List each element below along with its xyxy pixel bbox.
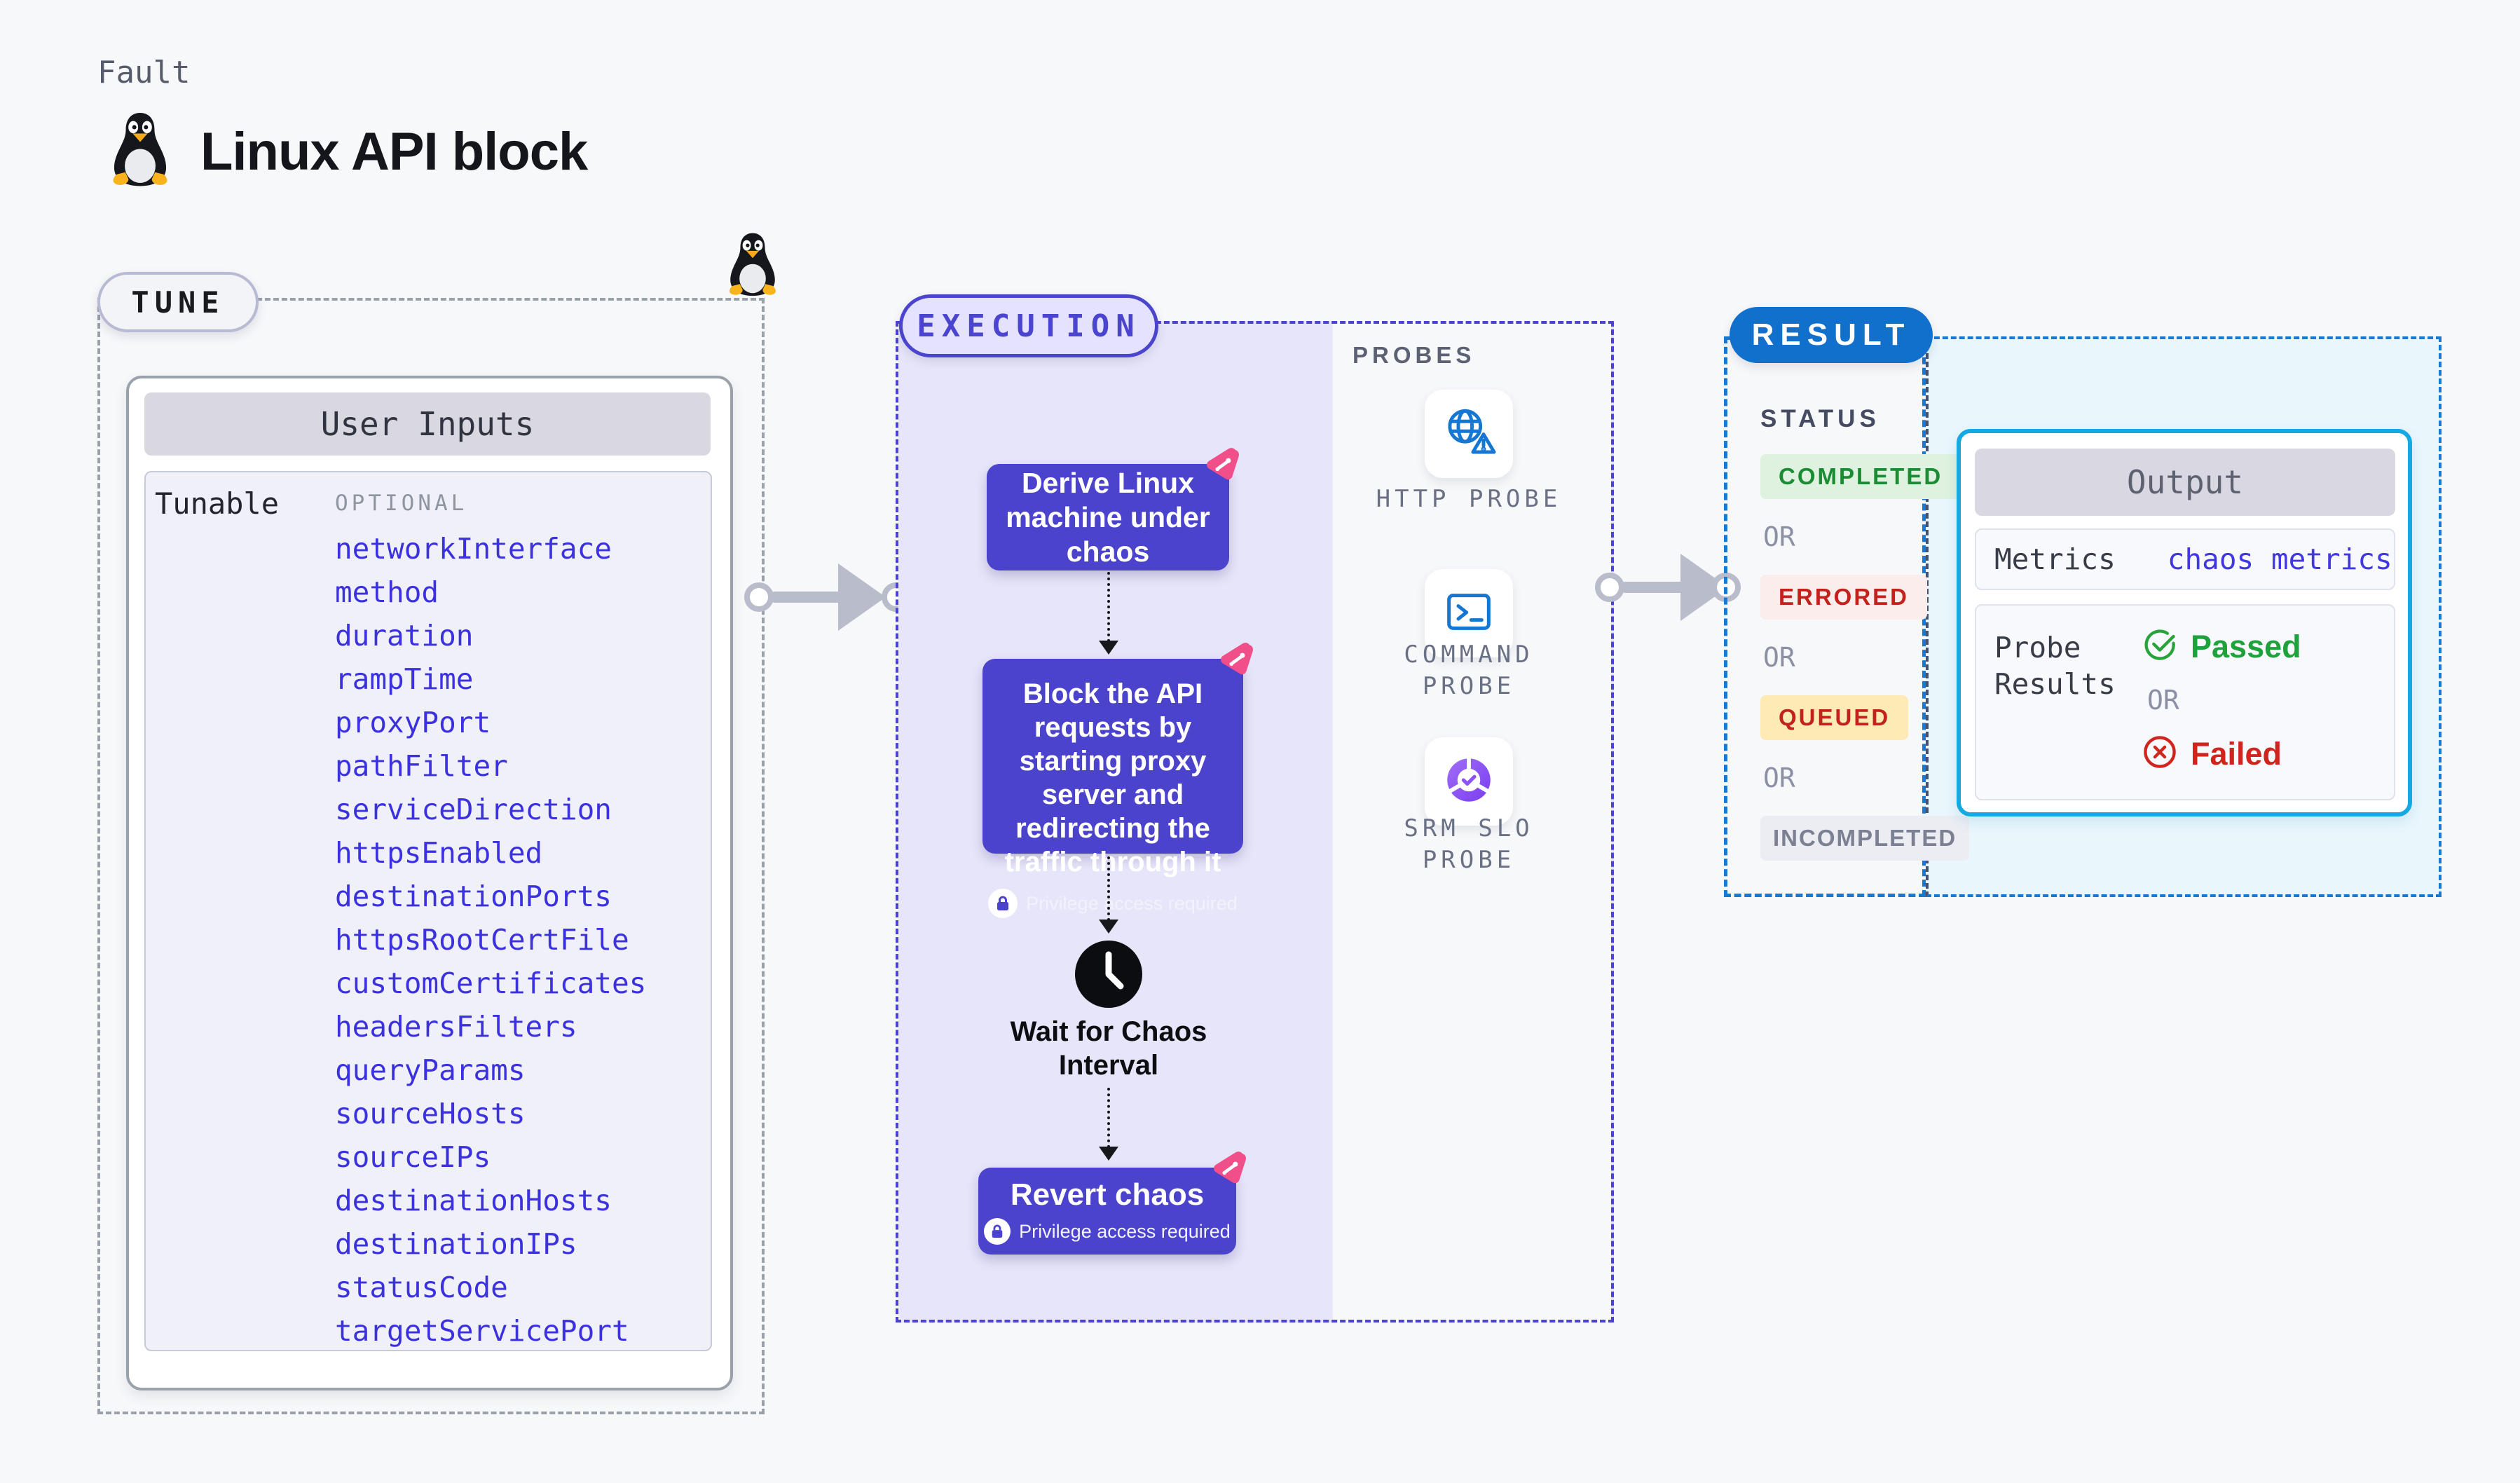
linux-tux-icon — [105, 111, 175, 193]
arrow-down-icon — [1099, 1147, 1118, 1161]
result-pill: RESULT — [1730, 307, 1933, 363]
metrics-value: chaos metrics — [2167, 542, 2392, 576]
step-derive-machine: Derive Linux machine under chaos — [987, 448, 1239, 570]
tune-region — [97, 298, 765, 1414]
param-item: networkInterface — [335, 532, 612, 566]
param-list: networkInterface method duration rampTime pr… — [335, 527, 713, 1353]
clock-icon — [1074, 939, 1144, 1013]
arrow-down-icon — [1099, 920, 1118, 934]
flow-dotted-line — [1107, 572, 1110, 642]
param-item: pathFilter — [335, 749, 508, 783]
step-revert-chaos: Revert chaos Privilege access required — [978, 1151, 1246, 1255]
privilege-row: Privilege access required — [988, 889, 1238, 918]
param-item: httpsEnabled — [335, 836, 543, 870]
passed-label: Passed — [2191, 628, 2301, 664]
title-row: Linux API block — [105, 111, 588, 193]
probe-results-label: Probe Results — [1994, 631, 2116, 701]
srm-slo-probe-icon — [1440, 751, 1498, 812]
param-item: targetServicePort — [335, 1314, 629, 1348]
param-item: rampTime — [335, 662, 474, 696]
flow-dotted-line — [1107, 856, 1110, 921]
chaos-pink-icon — [1201, 444, 1243, 486]
param-item: duration — [335, 619, 474, 652]
fault-eyebrow: Fault — [97, 55, 191, 90]
param-item: sourceIPs — [335, 1140, 491, 1174]
param-item: destinationPorts — [335, 880, 612, 913]
tune-pill: TUNE — [97, 272, 259, 332]
connector-line — [1620, 582, 1690, 593]
status-badge-incompleted: INCOMPLETED — [1760, 816, 1970, 861]
failed-x-icon — [2142, 734, 2178, 774]
param-item: serviceDirection — [335, 793, 612, 826]
srm-slo-probe-label: SRM SLO PROBE — [1404, 814, 1534, 874]
step-block-api: Block the API requests by starting proxy… — [982, 643, 1253, 918]
or-label: OR — [1763, 521, 1795, 552]
step-block-label: Block the API requests by starting proxy… — [1004, 678, 1221, 877]
command-probe-label: COMMAND PROBE — [1404, 641, 1534, 700]
param-item: customCertificates — [335, 966, 647, 1000]
privilege-row: Privilege access required — [984, 1218, 1231, 1245]
probes-heading: PROBES — [1353, 342, 1476, 368]
chaos-pink-icon — [1215, 639, 1257, 681]
failed-line: Failed — [2142, 734, 2301, 774]
flow-dotted-line — [1107, 1088, 1110, 1148]
srm-slo-probe-card — [1425, 737, 1513, 826]
probe-results-values: Passed OR Failed — [2142, 627, 2301, 799]
step-revert-label: Revert chaos — [1010, 1177, 1205, 1212]
param-item: headersFilters — [335, 1010, 577, 1044]
arrow-down-icon — [1099, 641, 1118, 655]
execution-pill: EXECUTION — [899, 294, 1158, 357]
status-badge-queued: QUEUED — [1760, 695, 1909, 740]
user-inputs-title: User Inputs — [144, 392, 711, 456]
param-item: destinationIPs — [335, 1227, 577, 1261]
status-badge-errored: ERRORED — [1760, 575, 1928, 620]
arrow-right-icon — [838, 563, 886, 631]
failed-label: Failed — [2191, 735, 2282, 772]
step-derive-label: Derive Linux machine under chaos — [1006, 466, 1210, 568]
metrics-label: Metrics — [1994, 542, 2116, 576]
param-item: sourceHosts — [335, 1097, 526, 1130]
probe-results-row: Probe Results Passed OR — [1975, 604, 2395, 800]
linux-tux-icon-small — [723, 231, 782, 302]
or-label: OR — [2147, 685, 2179, 716]
command-probe-icon — [1441, 584, 1497, 643]
param-item: destinationHosts — [335, 1184, 612, 1217]
metrics-row: Metrics chaos metrics — [1975, 528, 2395, 590]
optional-label: OPTIONAL — [335, 491, 468, 516]
http-probe-card — [1425, 390, 1513, 478]
status-list: COMPLETED OR ERRORED OR QUEUED OR INCOMP… — [1760, 454, 1970, 861]
param-item: method — [335, 575, 439, 609]
privilege-label: Privilege access required — [1026, 892, 1238, 914]
connector-line — [769, 592, 847, 603]
param-item: httpsRootCertFile — [335, 923, 629, 957]
command-probe-card — [1425, 569, 1513, 657]
chaos-pink-icon — [1208, 1148, 1250, 1190]
http-probe-icon — [1439, 403, 1498, 465]
user-inputs-panel — [144, 471, 712, 1351]
or-label: OR — [1763, 642, 1795, 673]
output-title: Output — [1975, 449, 2395, 516]
privilege-label: Privilege access required — [1019, 1220, 1231, 1242]
tunable-label: Tunable — [155, 486, 280, 521]
lock-icon — [988, 889, 1018, 918]
passed-line: Passed — [2142, 627, 2301, 667]
status-badge-completed: COMPLETED — [1760, 454, 1961, 499]
or-label: OR — [1763, 763, 1795, 793]
param-item: queryParams — [335, 1053, 526, 1087]
lock-icon — [984, 1218, 1011, 1245]
passed-check-icon — [2142, 627, 2178, 667]
wait-interval-label: Wait for Chaos Interval — [1010, 1016, 1207, 1081]
http-probe-label: HTTP PROBE — [1376, 485, 1562, 513]
param-item: proxyPort — [335, 706, 491, 739]
param-item: statusCode — [335, 1271, 508, 1304]
page-title: Linux API block — [200, 122, 588, 182]
status-heading: STATUS — [1760, 405, 1880, 432]
